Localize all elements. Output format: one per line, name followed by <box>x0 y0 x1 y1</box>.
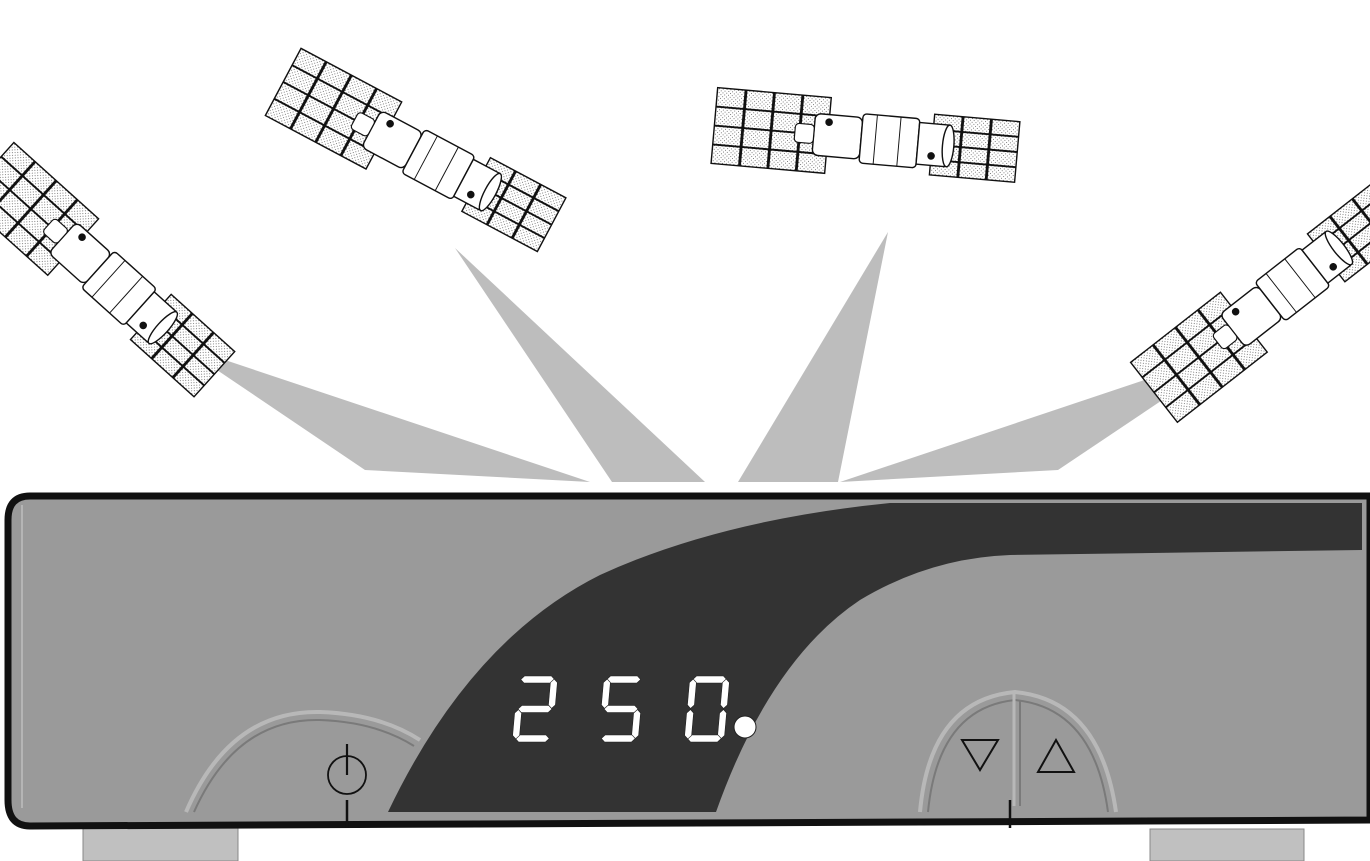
display-digit <box>684 675 730 743</box>
channel-up-button[interactable] <box>1036 737 1076 773</box>
beam-2 <box>455 248 705 482</box>
satellite-3 <box>709 86 1022 192</box>
segment-b <box>720 678 730 709</box>
power-button[interactable] <box>327 744 367 828</box>
segment-a <box>692 675 728 684</box>
display-digit <box>512 675 558 743</box>
seven-segment-display <box>512 675 730 743</box>
satellite-1 <box>0 141 242 404</box>
triangle-down-icon <box>960 739 1000 772</box>
receiver-body <box>4 492 1370 830</box>
channel-button-area <box>918 689 1118 828</box>
signal-beams <box>180 232 1240 482</box>
segment-d <box>686 734 722 743</box>
beam-3 <box>738 232 888 482</box>
power-button-area <box>184 709 422 813</box>
triangle-up-icon <box>1036 737 1076 773</box>
display-dot <box>733 715 757 739</box>
channel-down-button[interactable] <box>960 739 1000 772</box>
segment-e <box>684 709 694 740</box>
segment-g <box>603 705 639 713</box>
segment-a <box>606 675 642 684</box>
beam-1 <box>180 345 590 482</box>
beam-4 <box>840 348 1240 482</box>
segment-d <box>514 734 550 743</box>
satellite-2 <box>263 46 571 260</box>
foot-right <box>1149 828 1305 861</box>
segment-e <box>512 709 522 740</box>
segment-a <box>520 675 556 684</box>
segment-f <box>687 678 697 709</box>
display-digit <box>600 675 642 743</box>
segment-g <box>517 705 553 713</box>
satellite-4 <box>1129 173 1370 424</box>
segment-d <box>600 734 636 743</box>
foot-left <box>82 825 239 861</box>
